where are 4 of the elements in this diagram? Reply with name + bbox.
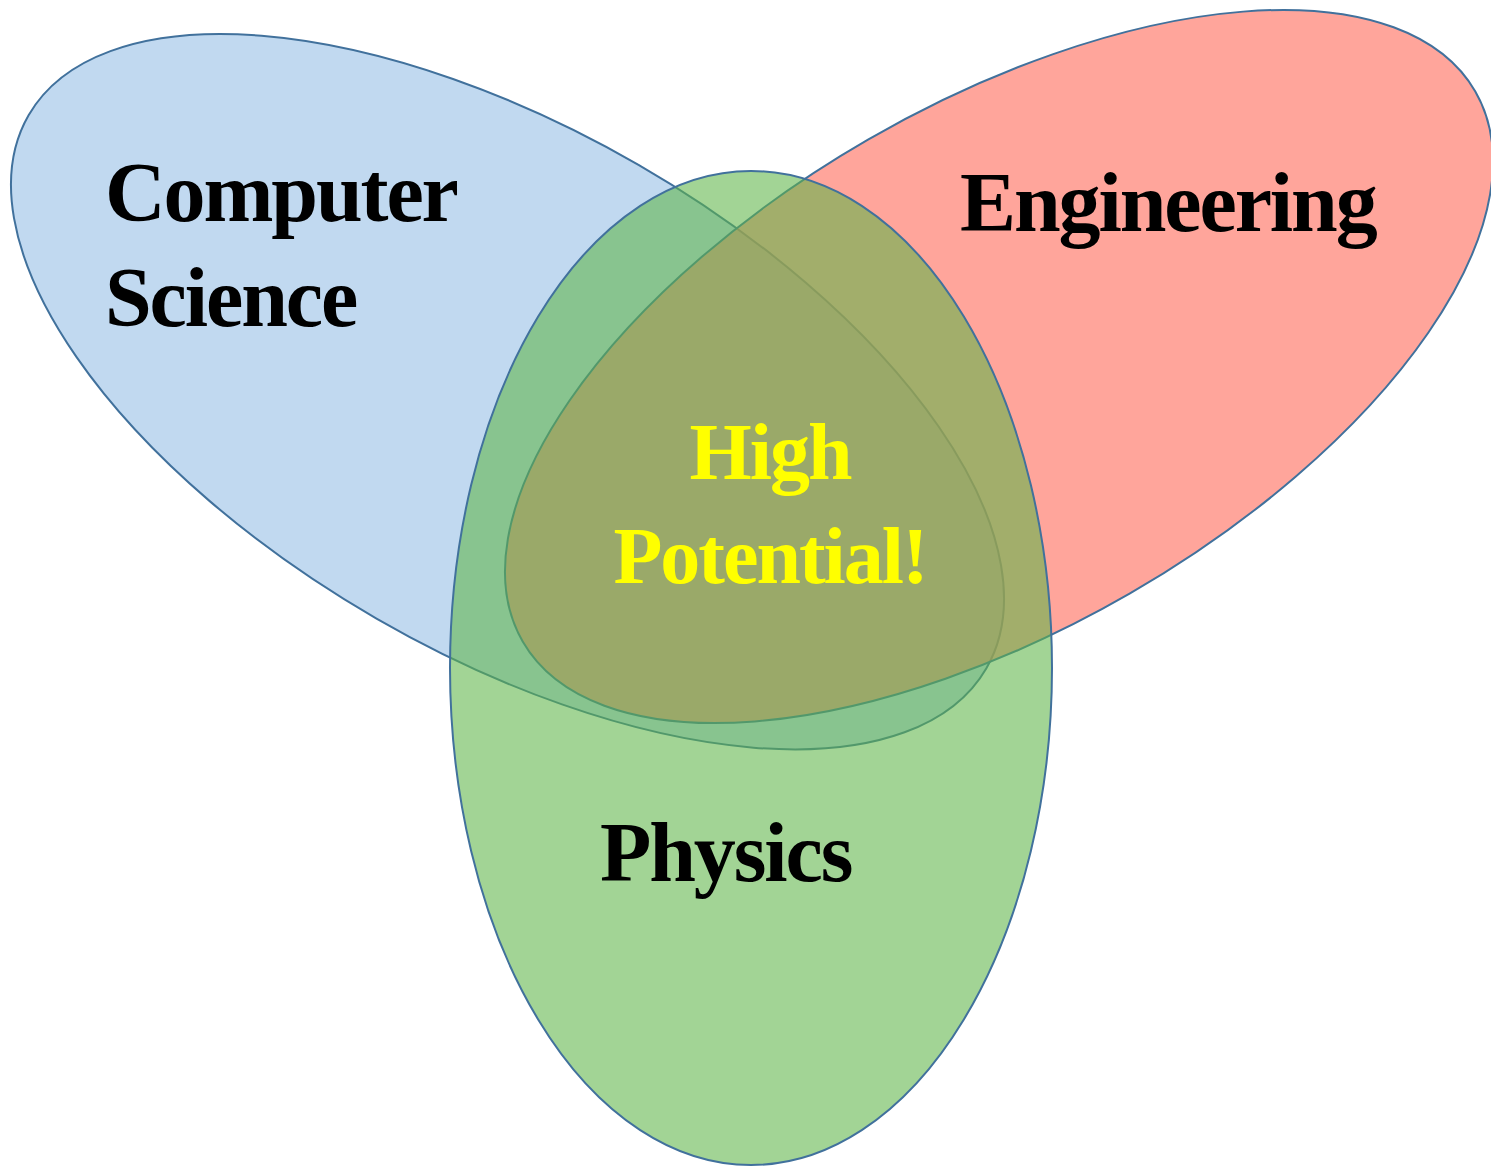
intersection-label: High Potential! xyxy=(612,407,928,602)
set-label: Engineering xyxy=(960,155,1378,251)
set-label: Physics xyxy=(600,805,853,901)
set-label: Computer Science xyxy=(105,145,457,346)
